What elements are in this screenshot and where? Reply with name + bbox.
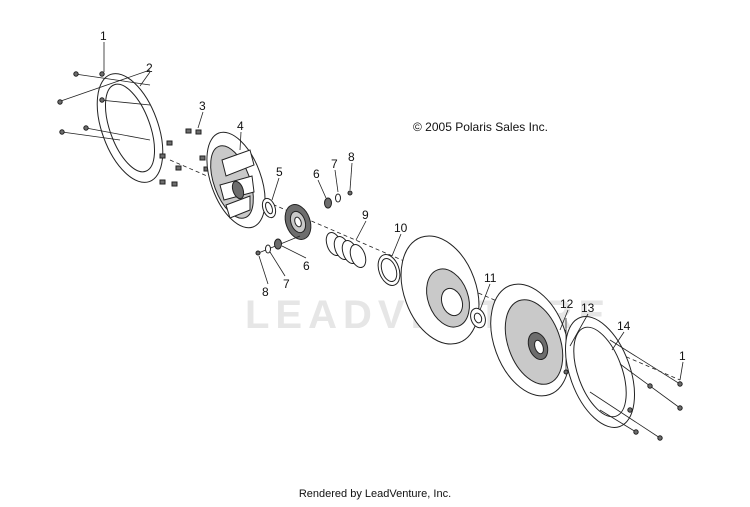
callout-11: 11 [484, 271, 497, 285]
callout-6-lower: 6 [303, 259, 310, 273]
copyright-text: © 2005 Polaris Sales Inc. [413, 120, 548, 134]
callouts: 1 2 3 4 5 6 7 8 9 10 6 7 8 11 12 13 14 1 [100, 29, 686, 363]
callout-5: 5 [276, 165, 283, 179]
callout-1-left: 1 [100, 29, 107, 43]
part-3-bolts [159, 128, 210, 187]
callout-4: 4 [237, 119, 244, 133]
part-sheave [400, 235, 480, 345]
callout-8-lower: 8 [262, 285, 269, 299]
part-11-washer [470, 307, 486, 329]
part-6-7-8-upper [324, 190, 353, 209]
callout-13: 13 [581, 301, 595, 315]
leader-lines [103, 42, 684, 381]
part-12-cover [490, 283, 570, 397]
part-1-screws-left [57, 69, 151, 141]
callout-3: 3 [199, 99, 206, 113]
part-6-7-8-lower [255, 235, 301, 256]
callout-12: 12 [560, 297, 574, 311]
callout-1-right: 1 [679, 349, 686, 363]
callout-8-upper: 8 [348, 150, 355, 164]
part-2-gasket [96, 73, 164, 183]
callout-7-upper: 7 [331, 157, 338, 171]
part-hub [284, 204, 312, 240]
part-1-screws-right [589, 339, 683, 441]
part-5-ring [261, 197, 277, 219]
callout-6-upper: 6 [313, 167, 320, 181]
part-10-ring [377, 254, 401, 286]
footer-credit: Rendered by LeadVenture, Inc. [298, 488, 452, 500]
part-9-spring [325, 231, 367, 269]
callout-7-lower: 7 [283, 277, 290, 291]
callout-9: 9 [362, 208, 369, 222]
callout-10: 10 [394, 221, 408, 235]
part-4-spider [206, 131, 266, 229]
callout-14: 14 [617, 319, 631, 333]
callout-2: 2 [146, 61, 153, 75]
